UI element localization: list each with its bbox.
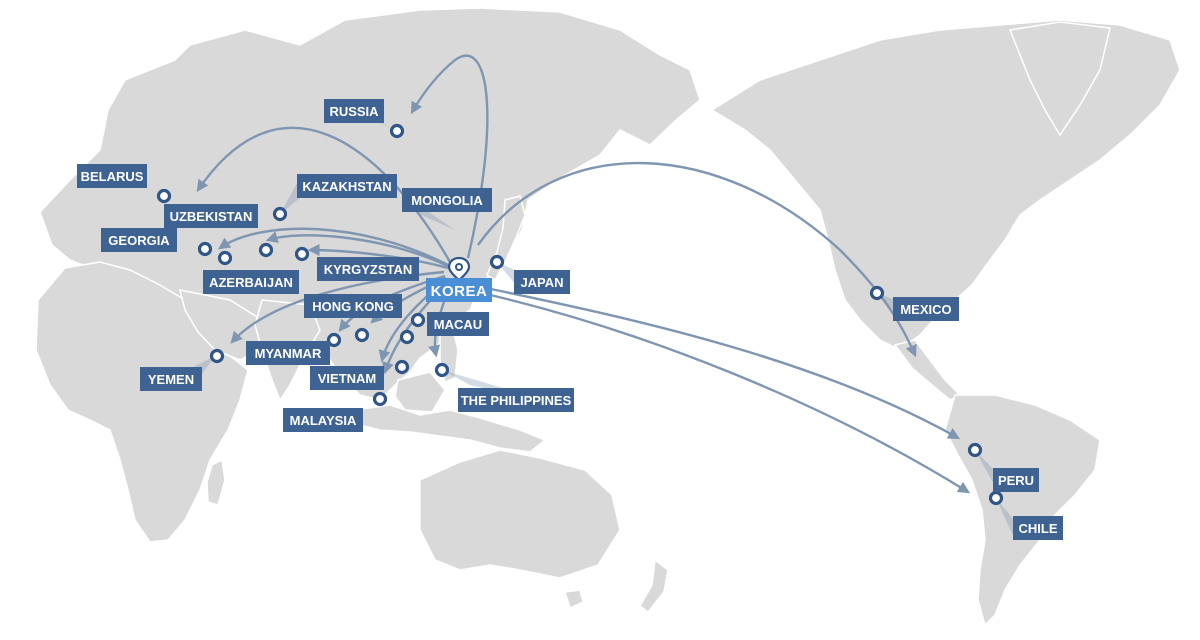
marker-philippines[interactable] (434, 362, 450, 378)
route-chile (485, 292, 971, 494)
australia-landmass (419, 449, 621, 579)
svg-text:GEORGIA: GEORGIA (108, 233, 170, 248)
central-america-landmass (893, 339, 962, 401)
marker-myanmar-2[interactable] (326, 332, 342, 348)
marker-azerbaijan-1[interactable] (217, 250, 233, 266)
marker-kazakhstan[interactable] (272, 206, 288, 222)
label-yemen[interactable]: YEMEN (140, 367, 202, 391)
madagascar-landmass (206, 458, 226, 506)
marker-myanmar-1[interactable] (354, 327, 370, 343)
svg-text:UZBEKISTAN: UZBEKISTAN (170, 209, 253, 224)
borneo-landmass (394, 371, 446, 413)
label-uzbekistan[interactable]: UZBEKISTAN (164, 204, 258, 228)
destination-markers (156, 123, 1004, 506)
label-belarus[interactable]: BELARUS (77, 164, 147, 188)
label-japan[interactable]: JAPAN (514, 270, 570, 294)
svg-text:CHILE: CHILE (1019, 521, 1058, 536)
label-azerbaijan[interactable]: AZERBAIJAN (203, 270, 299, 294)
africa-landmass (35, 261, 249, 543)
label-mongolia[interactable]: MONGOLIA (402, 188, 492, 212)
svg-text:MYANMAR: MYANMAR (255, 346, 322, 361)
label-the-philippines[interactable]: THE PHILIPPINES (458, 388, 574, 412)
wedge-chile (996, 498, 1014, 538)
label-korea-origin[interactable]: KOREA (426, 278, 492, 302)
tasmania-landmass (564, 589, 584, 610)
marker-malaysia[interactable] (372, 391, 388, 407)
route-peru (485, 286, 961, 440)
marker-georgia[interactable] (197, 241, 213, 257)
marker-mexico[interactable] (869, 285, 885, 301)
svg-text:KAZAKHSTAN: KAZAKHSTAN (302, 179, 391, 194)
marker-japan[interactable] (489, 254, 505, 270)
route-belarus (196, 126, 452, 263)
label-peru[interactable]: PERU (993, 468, 1039, 492)
label-vietnam[interactable]: VIETNAM (310, 366, 384, 390)
label-russia[interactable]: RUSSIA (324, 99, 384, 123)
svg-text:MEXICO: MEXICO (900, 302, 951, 317)
marker-hong-kong[interactable] (399, 329, 415, 345)
svg-text:PERU: PERU (998, 473, 1034, 488)
new-zealand-landmass (639, 558, 669, 614)
marker-yemen[interactable] (209, 348, 225, 364)
label-kyrgyzstan[interactable]: KYRGYZSTAN (317, 257, 419, 281)
svg-text:KYRGYZSTAN: KYRGYZSTAN (324, 262, 413, 277)
southeast-asia-islands (354, 404, 547, 453)
svg-text:JAPAN: JAPAN (520, 275, 563, 290)
marker-belarus[interactable] (156, 188, 172, 204)
marker-chile[interactable] (988, 490, 1004, 506)
route-azerbaijan (265, 231, 449, 268)
south-america-landmass (944, 394, 1101, 627)
route-kyrgyzstan (307, 244, 449, 270)
label-georgia[interactable]: GEORGIA (101, 228, 177, 252)
svg-text:THE PHILIPPINES: THE PHILIPPINES (461, 393, 572, 408)
label-chile[interactable]: CHILE (1013, 516, 1063, 540)
svg-text:KOREA: KOREA (431, 283, 488, 300)
marker-vietnam[interactable] (394, 359, 410, 375)
marker-kyrgyzstan[interactable] (294, 246, 310, 262)
svg-text:MONGOLIA: MONGOLIA (411, 193, 483, 208)
wedge-kazakhstan (280, 178, 300, 214)
route-mexico (477, 161, 917, 358)
svg-text:RUSSIA: RUSSIA (329, 104, 379, 119)
label-mexico[interactable]: MEXICO (893, 297, 959, 321)
label-macau[interactable]: MACAU (427, 312, 489, 336)
svg-text:AZERBAIJAN: AZERBAIJAN (209, 275, 293, 290)
marker-macau[interactable] (410, 312, 426, 328)
svg-text:MALAYSIA: MALAYSIA (290, 413, 357, 428)
wedge-peru (975, 450, 996, 488)
marker-russia[interactable] (389, 123, 405, 139)
svg-text:BELARUS: BELARUS (81, 169, 144, 184)
country-labels: RUSSIA BELARUS KAZAKHSTAN MONGOLIA UZBEK… (77, 99, 1063, 540)
label-hong-kong[interactable]: HONG KONG (304, 294, 402, 318)
marker-azerbaijan-2[interactable] (258, 242, 274, 258)
greenland-landmass (1008, 21, 1111, 137)
label-kazakhstan[interactable]: KAZAKHSTAN (297, 174, 397, 198)
route-georgia (218, 227, 449, 267)
svg-text:HONG KONG: HONG KONG (312, 299, 394, 314)
route-russia (410, 54, 489, 259)
svg-text:YEMEN: YEMEN (148, 372, 194, 387)
label-myanmar[interactable]: MYANMAR (246, 341, 330, 365)
marker-peru[interactable] (967, 442, 983, 458)
landmasses (35, 7, 1181, 627)
svg-text:VIETNAM: VIETNAM (318, 371, 377, 386)
svg-text:MACAU: MACAU (434, 317, 482, 332)
label-malaysia[interactable]: MALAYSIA (283, 408, 363, 432)
